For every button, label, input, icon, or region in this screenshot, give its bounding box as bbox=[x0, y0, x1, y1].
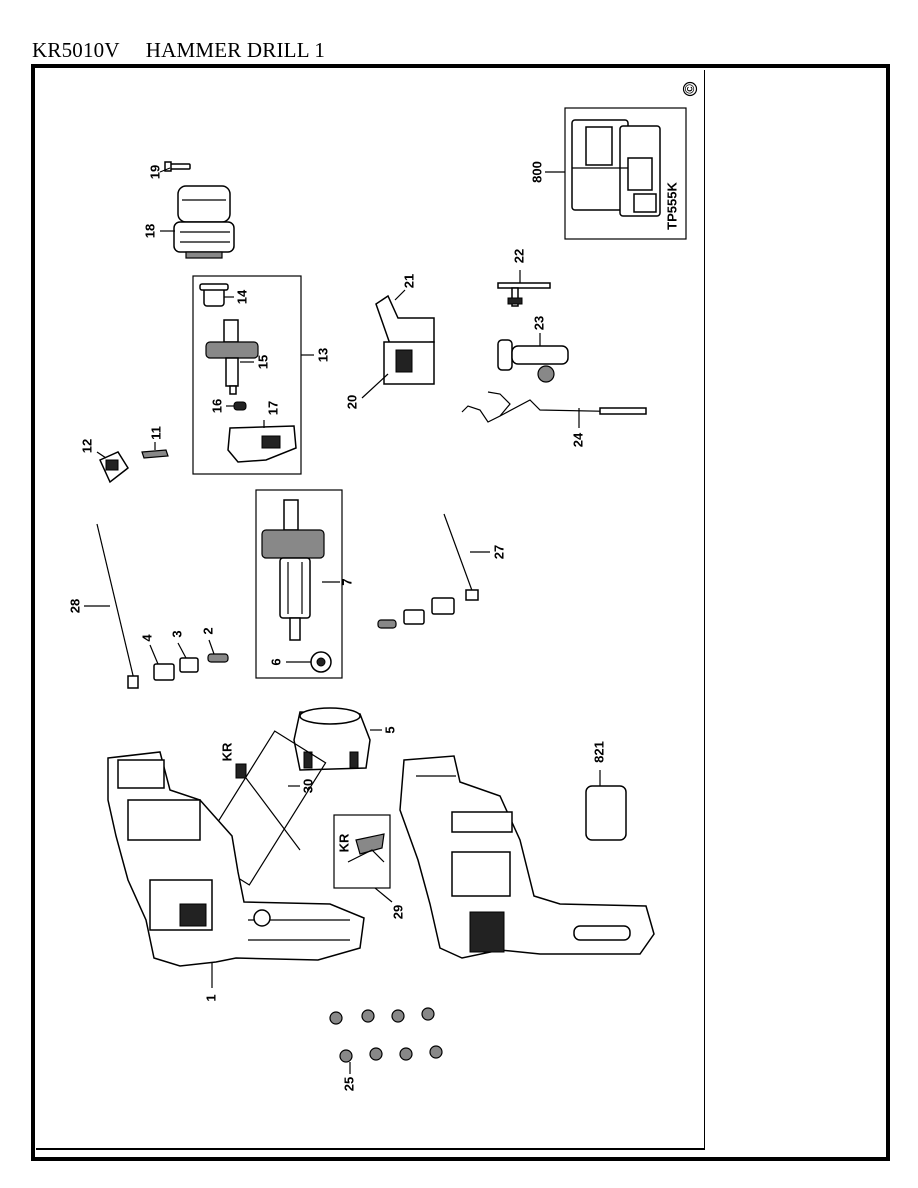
side-handle bbox=[497, 339, 569, 383]
brush-assembly-27 bbox=[377, 513, 479, 629]
housing bbox=[107, 751, 365, 967]
cord-guard bbox=[347, 833, 385, 863]
kit-box-frame bbox=[564, 107, 687, 240]
callout-24: 24 bbox=[570, 432, 585, 447]
brush-holder bbox=[153, 663, 175, 681]
model-number: KR5010V bbox=[32, 38, 120, 62]
callout-14: 14 bbox=[234, 289, 249, 304]
gear-case bbox=[227, 425, 297, 463]
selector-knob bbox=[99, 451, 129, 484]
label-plate bbox=[585, 785, 627, 841]
callout-2: 2 bbox=[200, 627, 215, 634]
chuck-screw bbox=[164, 161, 191, 172]
chuck bbox=[173, 185, 235, 259]
spindle-gear bbox=[205, 319, 259, 395]
armature bbox=[261, 499, 325, 641]
gear-assembly-frame bbox=[192, 275, 302, 475]
callout-15: 15 bbox=[255, 355, 270, 369]
callout-821: 821 bbox=[591, 741, 606, 763]
switch bbox=[383, 341, 435, 385]
callout-11: 11 bbox=[148, 426, 163, 440]
callout-16: 16 bbox=[209, 399, 224, 413]
callout-30: 30 bbox=[300, 779, 315, 793]
depth-rod bbox=[461, 391, 647, 423]
kit-box bbox=[571, 119, 661, 217]
callout-4: 4 bbox=[139, 634, 154, 642]
callout-800: 800 bbox=[529, 161, 544, 183]
callout-20: 20 bbox=[344, 395, 359, 409]
callout-25: 25 bbox=[341, 1077, 356, 1091]
housing-right bbox=[399, 755, 655, 959]
inner-frame bbox=[36, 70, 705, 1150]
brush-holder-spring bbox=[207, 653, 229, 663]
cord bbox=[235, 763, 301, 851]
callout-21: 21 bbox=[401, 274, 416, 288]
armature-frame bbox=[255, 489, 343, 679]
screws bbox=[329, 1007, 443, 1063]
kr-label-guard: KR bbox=[336, 833, 351, 852]
callout-28: 28 bbox=[67, 599, 82, 613]
kit-label: TP555K bbox=[664, 182, 679, 230]
kr-label-cord: KR bbox=[219, 742, 234, 761]
trigger bbox=[375, 294, 435, 345]
callout-18: 18 bbox=[142, 224, 157, 238]
callout-17: 17 bbox=[265, 401, 280, 415]
kit-box-group: 800 TP555K bbox=[529, 107, 687, 240]
callout-19: 19 bbox=[147, 165, 162, 179]
callout-1: 1 bbox=[203, 994, 218, 1001]
carbon-brush bbox=[179, 657, 199, 673]
cord-guard-frame bbox=[333, 814, 391, 889]
svg-text:©: © bbox=[682, 84, 697, 94]
callout-13: 13 bbox=[315, 348, 330, 362]
callout-6: 6 bbox=[268, 658, 283, 665]
brush-assembly-28 bbox=[96, 523, 139, 689]
copyright-mark: © bbox=[682, 81, 698, 97]
chuck-key bbox=[497, 282, 551, 307]
callout-27: 27 bbox=[491, 545, 506, 559]
callout-5: 5 bbox=[382, 726, 397, 733]
outer-frame bbox=[31, 64, 890, 1161]
callout-12: 12 bbox=[79, 439, 94, 453]
callout-29: 29 bbox=[390, 905, 405, 919]
bushing bbox=[199, 283, 229, 307]
callout-3: 3 bbox=[169, 630, 184, 637]
field bbox=[293, 707, 371, 771]
spring bbox=[233, 401, 247, 411]
bearing bbox=[310, 651, 332, 673]
callout-22: 22 bbox=[511, 249, 526, 263]
page-title: HAMMER DRILL 1 bbox=[145, 38, 326, 62]
switch-lever bbox=[141, 449, 169, 459]
callout-23: 23 bbox=[531, 316, 546, 330]
callout-7: 7 bbox=[339, 578, 354, 585]
page-header: KR5010V HAMMER DRILL 1 bbox=[32, 38, 325, 63]
